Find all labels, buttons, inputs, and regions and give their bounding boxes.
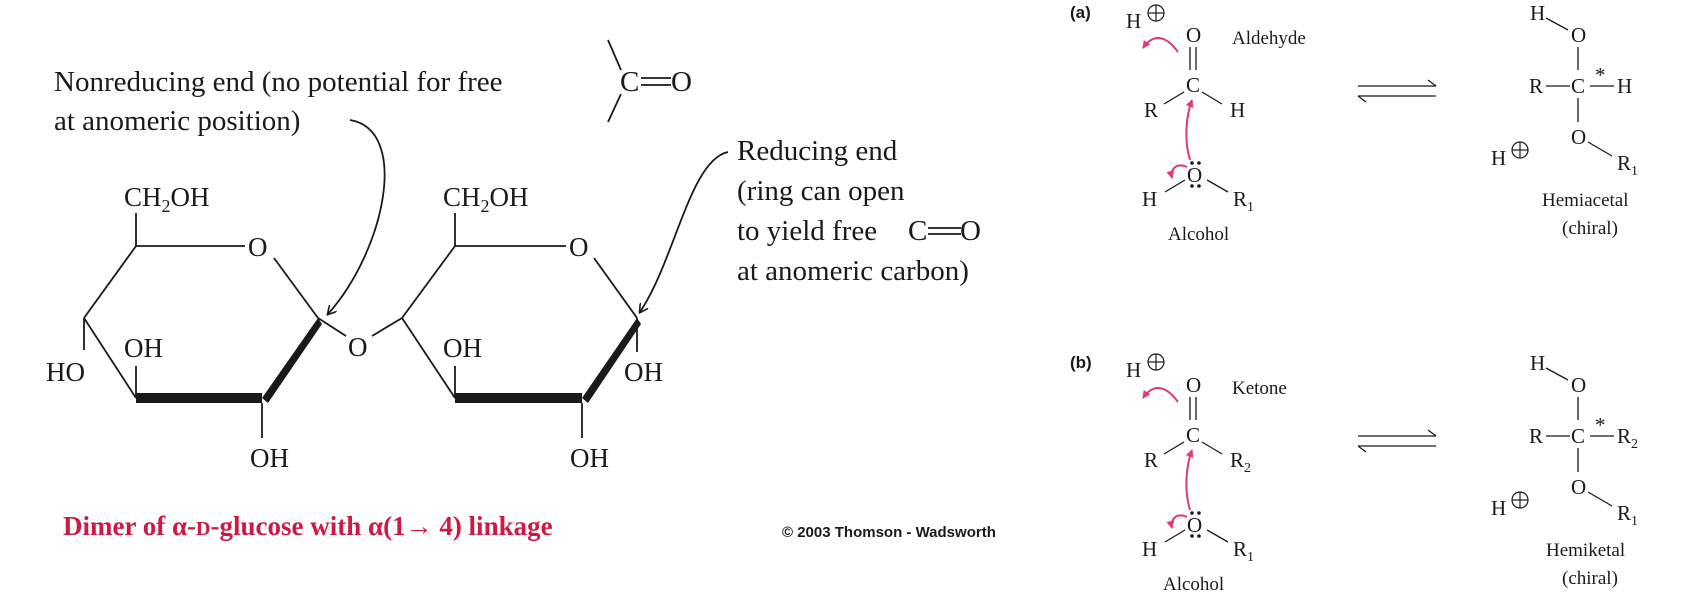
glycosidic-oxygen: O	[348, 332, 368, 362]
ring2-oxygen: O	[569, 232, 589, 262]
panel-a-r: R	[1144, 98, 1158, 122]
panel-b-r: R	[1144, 448, 1158, 472]
carbonyl-o: O	[671, 66, 692, 98]
panel-a-hemiacetal: (a) H O Aldehyde C R H O H R1 Alcohol H	[1070, 1, 1638, 245]
panel-a-hplus: H	[1126, 9, 1141, 33]
panel-b-product-o-top: O	[1571, 373, 1586, 397]
glucose-dimer-diagram: Nonreducing end (no potential for free a…	[46, 39, 996, 541]
panel-b-chiral-star: *	[1595, 413, 1606, 437]
panel-a-product-o-top: O	[1571, 23, 1586, 47]
panel-a-product-o-bottom: O	[1571, 125, 1586, 149]
carbonyl-c: C	[620, 66, 639, 98]
ring1-ho-left: HO	[46, 357, 85, 387]
panel-b-carbon: C	[1186, 423, 1200, 447]
panel-b-product-c: C	[1571, 424, 1585, 448]
panel-a-lonepair-arrow	[1166, 164, 1188, 179]
panel-b-alcohol-r1: R1	[1233, 537, 1254, 565]
panel-b-hplus: H	[1126, 358, 1141, 382]
ring2-oh-bottom: OH	[570, 443, 609, 473]
panel-b-product-r2: R2	[1617, 424, 1638, 452]
panel-a-product-c: C	[1571, 74, 1585, 98]
panel-b-equilibrium-arrows	[1357, 429, 1437, 453]
panel-a-product-r1: R1	[1617, 151, 1638, 179]
panel-a-equilibrium-arrows	[1357, 79, 1437, 103]
reducing-carbonyl-c: C	[908, 215, 927, 247]
panel-b-alcohol-h: H	[1142, 537, 1157, 561]
panel-b-lonepair-arrow	[1166, 514, 1188, 529]
glucose-ring-2: CH2OH O OH OH OH	[401, 182, 663, 473]
panel-a-hemiacetal-label: Hemiacetal	[1542, 190, 1629, 211]
panel-a-carbon: C	[1186, 73, 1200, 97]
copyright-text: © 2003 Thomson - Wadsworth	[782, 524, 996, 541]
reducing-arrow	[640, 151, 729, 312]
ring1-oh-bottom: OH	[250, 443, 289, 473]
ring2-ch2oh: CH2OH	[443, 182, 529, 216]
panel-b-chiral-label: (chiral)	[1562, 568, 1618, 589]
panel-b-product-h: H	[1530, 351, 1545, 375]
panel-b-attack-arrow	[1185, 449, 1194, 511]
panel-a-alcohol-h: H	[1142, 187, 1157, 211]
nonreducing-label-line2: at anomeric position)	[54, 105, 300, 137]
panel-a-proton-arrow	[1142, 37, 1179, 53]
reducing-label-line4: at anomeric carbon)	[737, 255, 969, 287]
panel-a-product-r: R	[1529, 74, 1543, 98]
reducing-carbonyl-o: O	[960, 215, 981, 247]
panel-a-chiral-star: *	[1595, 63, 1606, 87]
panel-a-product-hplus: H	[1491, 146, 1506, 170]
ring2-oh-top: OH	[443, 333, 482, 363]
panel-a-tag: (a)	[1070, 3, 1091, 22]
panel-b-alcohol-o: O	[1187, 513, 1202, 537]
panel-b-hemiketal-label: Hemiketal	[1546, 540, 1625, 561]
panel-a-carbonyl-o: O	[1186, 23, 1201, 47]
panel-a-product-h: H	[1530, 1, 1545, 25]
reducing-label-line1: Reducing end	[737, 135, 898, 167]
panel-b-proton-arrow	[1142, 387, 1179, 403]
panel-a-h-right: H	[1230, 98, 1245, 122]
panel-b-carbonyl-o: O	[1186, 373, 1201, 397]
panel-a-product-h-right: H	[1617, 74, 1632, 98]
panel-b-product-o-bottom: O	[1571, 475, 1586, 499]
reducing-label-line2: (ring can open	[737, 175, 905, 207]
panel-b-r2: R2	[1230, 448, 1251, 476]
nonreducing-label-line1: Nonreducing end (no potential for free	[54, 66, 503, 98]
ring2-oh-right: OH	[624, 357, 663, 387]
panel-b-product-r1: R1	[1617, 501, 1638, 529]
panel-a-attack-arrow	[1185, 99, 1194, 161]
panel-b-alcohol-label: Alcohol	[1163, 574, 1224, 595]
panel-b-ketone-label: Ketone	[1232, 378, 1287, 399]
carbonyl-symbol: C O	[607, 39, 692, 123]
panel-b-product-hplus: H	[1491, 496, 1506, 520]
panel-a-aldehyde-label: Aldehyde	[1232, 28, 1306, 49]
panel-a-alcohol-label: Alcohol	[1168, 224, 1229, 245]
panel-b-product-r: R	[1529, 424, 1543, 448]
ring1-oxygen: O	[248, 232, 268, 262]
dimer-caption: Dimer of α-D-glucose with α(1→ 4) linkag…	[63, 511, 553, 541]
panel-b-hemiketal: (b) H O Ketone C R R2 O H R1 Alcohol H	[1070, 351, 1638, 595]
panel-a-chiral-label: (chiral)	[1562, 218, 1618, 239]
panel-a-alcohol-r1: R1	[1233, 187, 1254, 215]
ring1-ch2oh: CH2OH	[124, 182, 210, 216]
nonreducing-arrow	[328, 119, 386, 314]
glucose-ring-1: CH2OH O HO OH OH	[46, 182, 322, 473]
panel-a-alcohol-o: O	[1187, 163, 1202, 187]
ring1-oh-top: OH	[124, 333, 163, 363]
reducing-label-line3: to yield free	[737, 215, 877, 247]
panel-b-tag: (b)	[1070, 353, 1092, 372]
